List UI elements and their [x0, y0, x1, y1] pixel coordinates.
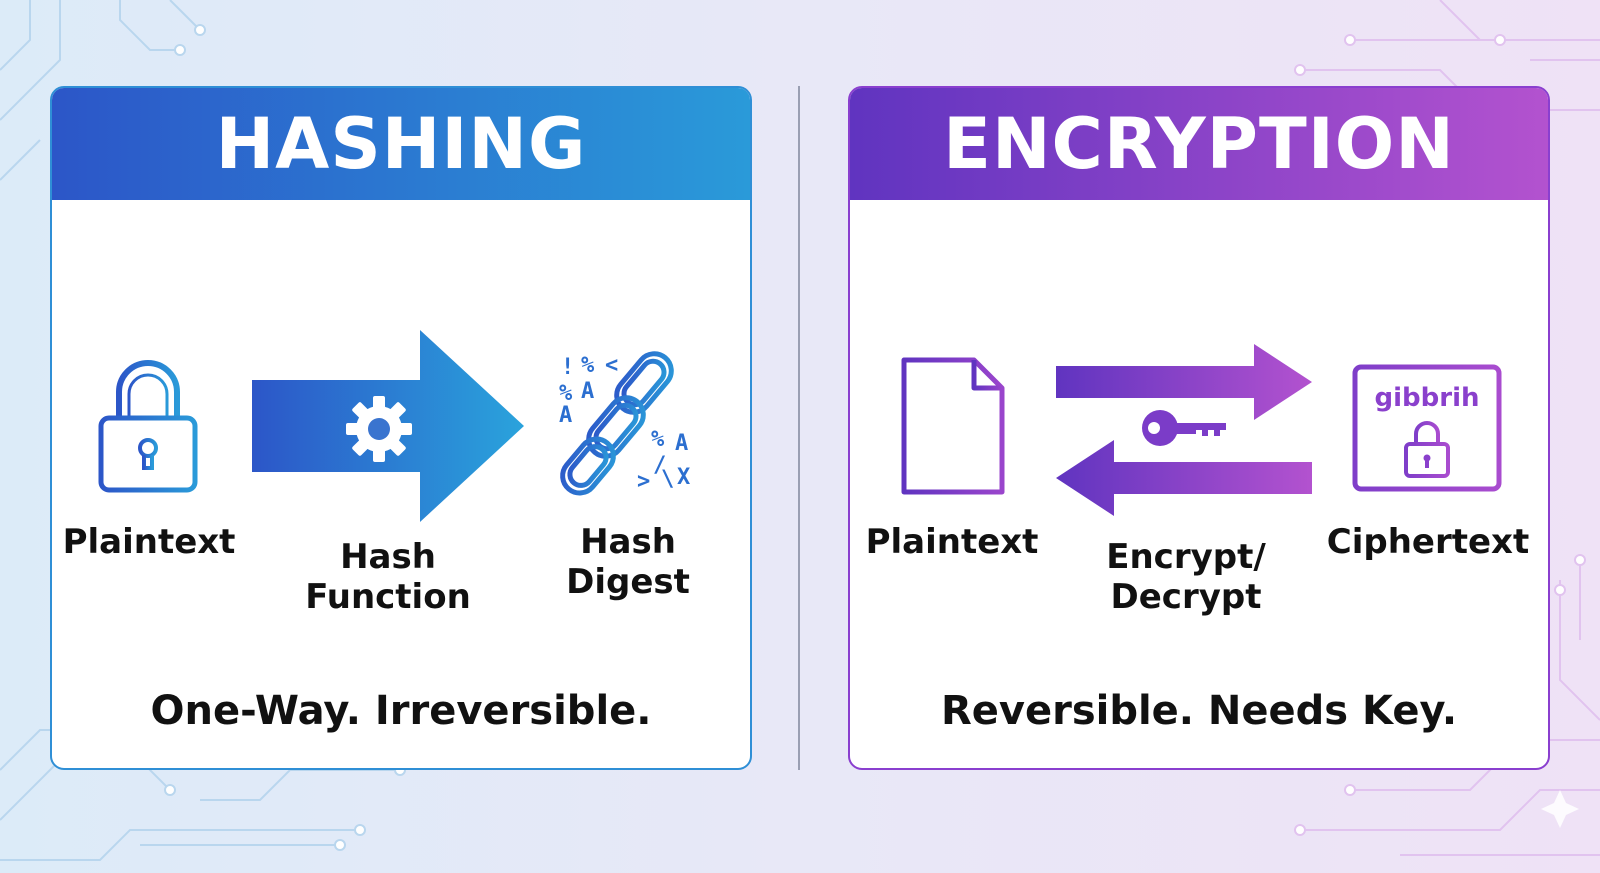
encryption-footer: Reversible. Needs Key.	[940, 688, 1458, 734]
encryption-output-label: Ciphertext	[1326, 522, 1530, 562]
encryption-header: ENCRYPTION	[850, 88, 1548, 200]
svg-text:A: A	[581, 379, 594, 404]
gear-icon	[344, 394, 414, 464]
hashing-header: HASHING	[52, 88, 750, 200]
svg-text:%: %	[581, 353, 595, 378]
hashing-title: HASHING	[215, 103, 587, 185]
arrow-left-icon	[1056, 440, 1316, 516]
hashing-output-line2: Digest	[566, 562, 690, 602]
svg-text:/: /	[653, 453, 666, 478]
svg-text:\: \	[661, 467, 674, 492]
ciphertext-box-text: gibbrih	[1375, 383, 1480, 413]
svg-text:%: %	[651, 427, 665, 452]
svg-text:%: %	[559, 381, 573, 406]
arrow-right-icon	[1056, 344, 1316, 420]
encryption-input-label: Plaintext	[865, 522, 1039, 562]
hashing-process-label: Hash Function	[305, 537, 471, 617]
svg-text:!: !	[561, 355, 574, 380]
svg-text:A: A	[559, 403, 572, 428]
hashing-process-line1: Hash	[340, 537, 436, 577]
encryption-panel: ENCRYPTION Plaintext	[848, 86, 1550, 770]
encryption-title: ENCRYPTION	[943, 103, 1455, 185]
ciphertext-box-icon: gibbrih	[1352, 364, 1502, 492]
hashing-process-line2: Function	[305, 577, 471, 617]
encryption-process-line1: Encrypt/	[1106, 537, 1266, 577]
hashing-output-line1: Hash	[580, 522, 676, 562]
padlock-icon	[1404, 421, 1450, 478]
padlock-icon	[97, 356, 199, 494]
encryption-process-line2: Decrypt	[1110, 577, 1262, 617]
svg-text:<: <	[605, 353, 618, 378]
hashing-output-label: Hash Digest	[566, 522, 690, 602]
hashing-footer: One-Way. Irreversible.	[150, 688, 652, 734]
document-icon	[900, 356, 1006, 496]
encryption-process-label: Encrypt/ Decrypt	[1106, 537, 1266, 617]
broken-chain-icon: ! % < % A A % A / > \ X	[557, 351, 697, 496]
svg-text:X: X	[677, 465, 690, 490]
hashing-panel: HASHING Plaintext	[50, 86, 752, 770]
svg-text:A: A	[675, 431, 688, 456]
hashing-input-label: Plaintext	[62, 522, 236, 562]
key-icon	[1140, 406, 1228, 450]
svg-text:>: >	[637, 469, 650, 494]
panel-divider	[798, 86, 800, 770]
